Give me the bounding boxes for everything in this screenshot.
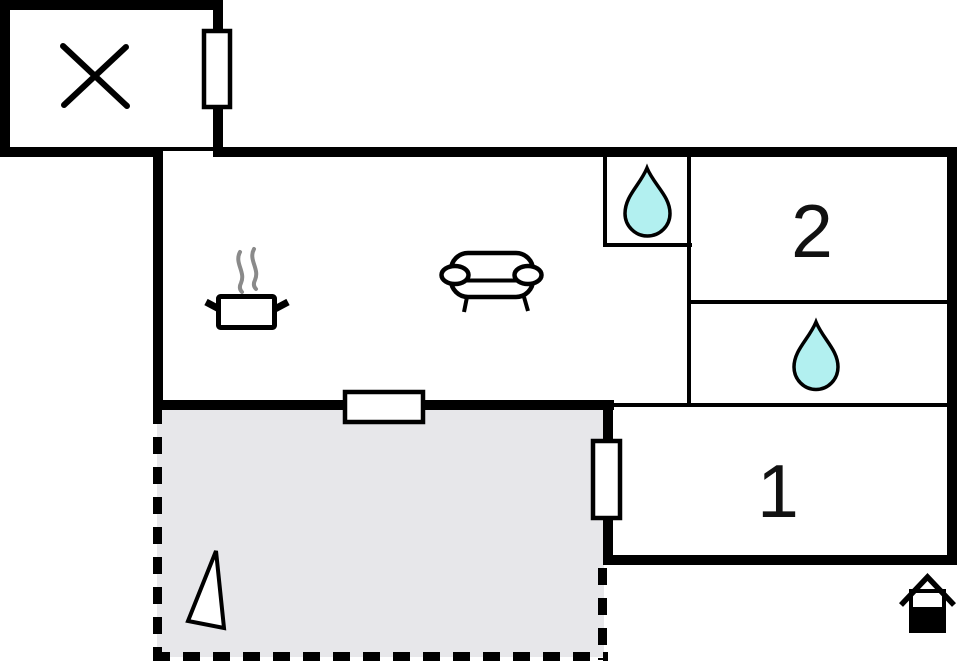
window-symbol bbox=[590, 438, 623, 521]
wall-thin-segment bbox=[687, 147, 691, 407]
x-mark-icon bbox=[60, 43, 130, 109]
sofa-armrest bbox=[439, 263, 471, 287]
room-1-label: 1 bbox=[757, 449, 799, 533]
sofa-armrest bbox=[512, 263, 544, 287]
wall-segment bbox=[0, 0, 10, 157]
wall-thin-segment bbox=[603, 243, 692, 247]
cooking-pot-icon bbox=[204, 247, 290, 330]
steam-icon bbox=[250, 247, 259, 291]
sofa-leg bbox=[522, 296, 530, 312]
window-symbol bbox=[342, 389, 426, 425]
sofa-icon bbox=[439, 250, 544, 313]
steam-icon bbox=[236, 250, 245, 294]
room-2-label: 2 bbox=[791, 189, 833, 273]
wall-segment bbox=[603, 555, 957, 565]
wall-segment bbox=[0, 147, 161, 157]
terrace-area bbox=[153, 405, 608, 661]
window-symbol bbox=[201, 28, 233, 110]
wall-thin-segment bbox=[610, 403, 947, 407]
terrace-floor bbox=[157, 405, 604, 657]
house-body-base bbox=[909, 607, 946, 633]
pot-body bbox=[216, 294, 277, 330]
water-drop-icon bbox=[623, 163, 672, 238]
house-icon bbox=[899, 572, 956, 633]
wall-segment bbox=[0, 0, 223, 10]
wall-thin-segment bbox=[603, 152, 607, 247]
x-mark-stroke bbox=[61, 44, 129, 108]
triangle-marker-icon bbox=[185, 550, 227, 631]
house-roof bbox=[899, 572, 956, 607]
wall-segment bbox=[213, 147, 957, 157]
windows bbox=[201, 28, 623, 521]
sofa-leg bbox=[462, 296, 469, 313]
water-drop-icon bbox=[792, 317, 840, 392]
wall-segment bbox=[947, 147, 957, 565]
wall-thin-segment bbox=[690, 300, 947, 304]
wall-segment bbox=[153, 147, 163, 410]
wall-thin-segment bbox=[158, 147, 215, 151]
